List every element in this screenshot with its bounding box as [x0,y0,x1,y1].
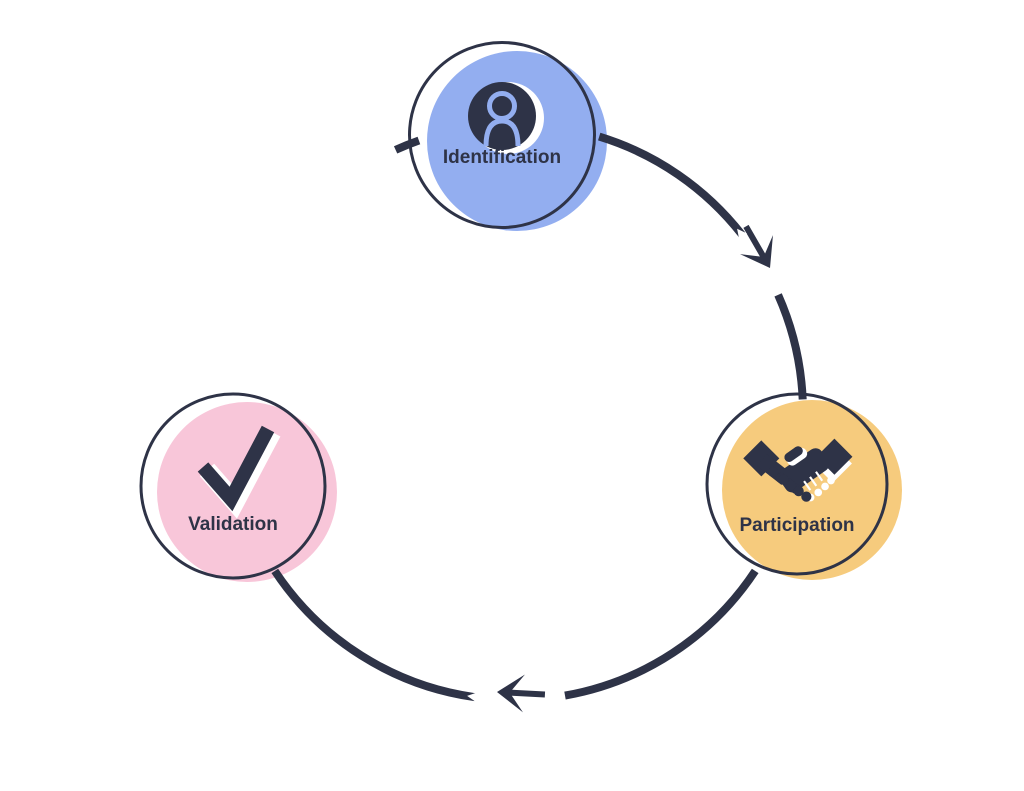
checkmark-icon [197,425,281,519]
arc-stub-left [393,136,421,154]
handshake-icon [743,438,853,502]
node-participation: Participation [705,392,902,580]
node-participation-outline [705,392,889,576]
edge-identification-participation-segment2 [774,293,807,400]
node-validation-label: Validation [188,514,278,535]
node-participation-label: Participation [739,515,854,536]
node-identification-outline [408,41,596,229]
edge-participation-validation-segment [564,568,759,700]
node-identification-label: Identification [443,147,561,168]
edge-identification-participation-segment [598,132,746,238]
edge-participation-validation-segment2 [271,568,476,702]
dash-notch [737,228,748,240]
node-validation-outline [139,392,327,580]
node-validation: Validation [139,392,337,582]
arrowhead-to-participation [740,224,773,268]
cycle-arcs [271,132,807,713]
node-identification: Identification [408,41,607,231]
arrowhead-to-validation [497,674,546,713]
node-participation-fill [722,400,902,580]
user-circle-icon [468,82,544,154]
dash-notch [467,692,478,703]
